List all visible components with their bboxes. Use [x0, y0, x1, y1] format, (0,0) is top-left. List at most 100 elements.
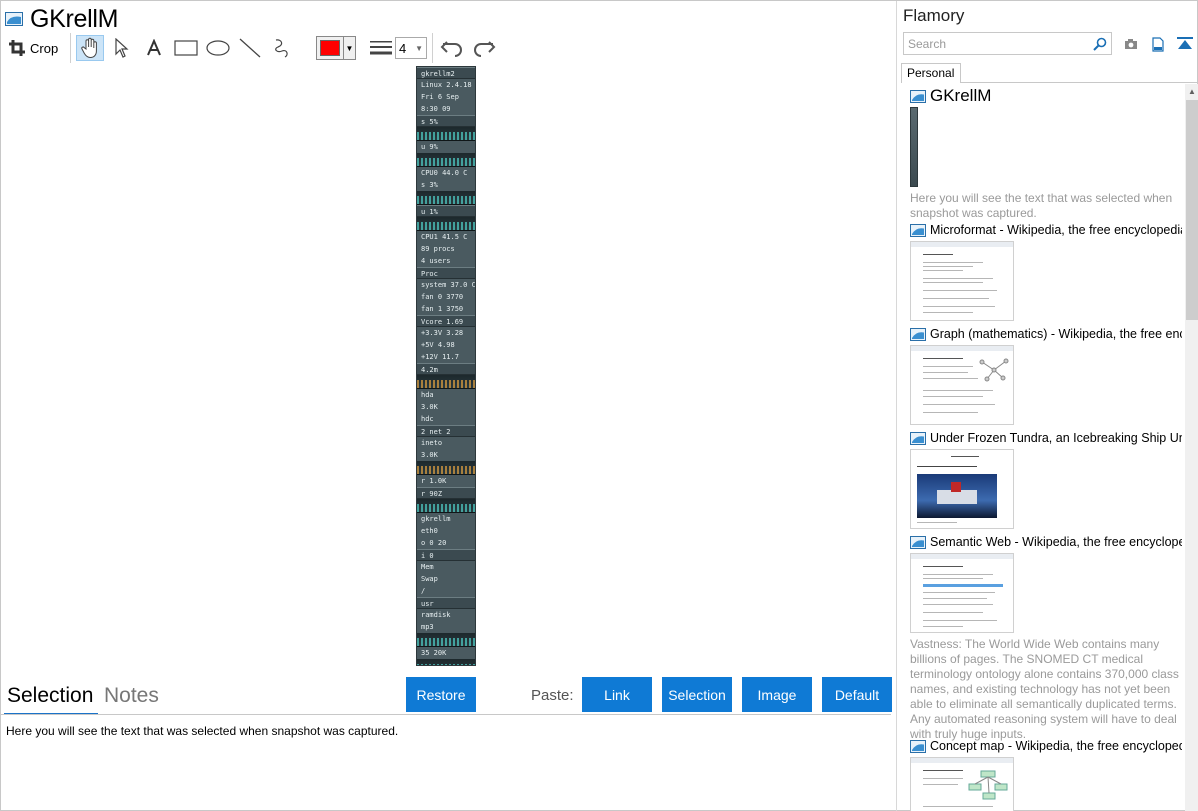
annotation-toolbar: Crop [5, 33, 885, 63]
search-input[interactable] [908, 36, 1078, 51]
camera-icon[interactable] [1122, 35, 1140, 53]
search-icon[interactable] [1093, 37, 1107, 51]
capture-text: 4.2m [417, 363, 475, 375]
capture-text: system 37.0 C [421, 281, 475, 289]
capture-graph [417, 499, 475, 513]
capture-text: 4 users [421, 257, 451, 265]
capture-text: usr [417, 597, 475, 609]
snapshot-thumbnail [910, 757, 1014, 811]
restore-button[interactable]: Restore [406, 677, 476, 712]
capture-text: +12V 11.7 [421, 353, 459, 361]
hand-icon [81, 37, 97, 59]
snapshot-item[interactable]: Concept map - Wikipedia, the free encycl… [910, 738, 1182, 811]
redo-button[interactable] [470, 35, 498, 61]
snapshot-thumbnail [910, 449, 1014, 529]
snapshot-title: Graph (mathematics) - Wikipedia, the fre… [930, 327, 1182, 341]
sidebar-scrollbar[interactable]: ▲ [1185, 84, 1198, 811]
divider [1, 714, 891, 715]
search-box [903, 32, 1112, 55]
snapshot-item[interactable]: Microformat - Wikipedia, the free encycl… [910, 222, 1182, 321]
capture-text: gkrellm2 [417, 67, 475, 79]
paste-selection-button[interactable]: Selection [662, 677, 732, 712]
undo-button[interactable] [438, 35, 466, 61]
snapshot-item[interactable]: Semantic Web - Wikipedia, the free encyc… [910, 534, 1182, 742]
paste-link-button[interactable]: Link [582, 677, 652, 712]
snapshot-item[interactable]: GKrellM Here you will see the text that … [910, 86, 1182, 221]
selection-text[interactable]: Here you will see the text that was sele… [6, 724, 399, 738]
text-tool[interactable] [140, 35, 168, 61]
capture-text: s 3% [421, 181, 438, 189]
snapshot-thumbnail [910, 241, 1014, 321]
capture-text: i 0 [417, 549, 475, 561]
flamory-sidebar: Flamory Personal GKrellM [896, 1, 1198, 811]
capture-text: Fri 6 Sep [421, 93, 459, 101]
paste-image-button[interactable]: Image [742, 677, 812, 712]
snapshot-item[interactable]: Under Frozen Tundra, an Icebreaking Ship… [910, 430, 1182, 529]
snapshot-title: Concept map - Wikipedia, the free encycl… [930, 739, 1182, 753]
capture-text: Mem [421, 563, 434, 571]
snapshot-header: GKrellM [910, 86, 1182, 105]
tab-personal[interactable]: Personal [901, 63, 961, 83]
crop-button[interactable]: Crop [5, 35, 61, 61]
line-tool[interactable] [236, 35, 264, 61]
capture-text: hdc [421, 415, 434, 423]
document-icon[interactable] [1149, 35, 1167, 53]
scroll-up-icon[interactable]: ▲ [1188, 87, 1196, 96]
line-width-value: 4 [399, 40, 407, 56]
ellipse-tool[interactable] [204, 35, 232, 61]
capture-graph [417, 153, 475, 167]
paste-default-button[interactable]: Default [822, 677, 892, 712]
snapshot-icon [910, 223, 926, 237]
capture-text: ineto [421, 439, 443, 447]
color-picker[interactable]: ▼ [316, 36, 356, 60]
snapshot-thumbnail [910, 345, 1014, 425]
select-tool[interactable] [108, 35, 136, 61]
scrollbar-thumb[interactable] [1186, 100, 1198, 320]
snapshot-header: Graph (mathematics) - Wikipedia, the fre… [910, 326, 1182, 342]
redo-icon [474, 41, 496, 57]
ellipse-icon [206, 40, 230, 56]
paste-label: Paste: [531, 687, 574, 704]
capture-text: / [421, 587, 426, 595]
tab-notes[interactable]: Notes [104, 684, 159, 707]
line-width-select[interactable]: 4 ▼ [395, 37, 427, 59]
toolbar-divider [70, 33, 71, 63]
tab-divider [960, 82, 1198, 83]
snapshot-editor: GKrellM Crop [1, 1, 895, 811]
line-weight-icon [370, 41, 392, 55]
hand-tool[interactable] [76, 35, 104, 61]
info-tabs: Selection Notes [1, 681, 891, 715]
capture-graph [417, 633, 475, 647]
snapshot-thumbnail [910, 107, 918, 187]
capture-text: hda [421, 391, 434, 399]
capture-graph [417, 659, 475, 665]
capture-text: mp3 [421, 623, 434, 631]
capture-text: 8:30 09 [421, 105, 451, 113]
collapse-top-icon[interactable] [1176, 35, 1194, 53]
capture-text: s 5% [417, 115, 475, 127]
capture-text: gkrellm [421, 515, 451, 523]
capture-graph [417, 461, 475, 475]
line-icon [239, 38, 261, 58]
color-swatch [320, 40, 340, 56]
snapshot-icon [910, 739, 926, 753]
capture-text: Swap [421, 575, 438, 583]
line-width-control: 4 ▼ [370, 37, 427, 59]
capture-text: 2 net 2 [417, 425, 475, 437]
rectangle-tool[interactable] [172, 35, 200, 61]
capture-text: u 1% [417, 205, 475, 217]
snapshot-title: Semantic Web - Wikipedia, the free encyc… [930, 535, 1182, 549]
capture-text: Proc [417, 267, 475, 279]
capture-text: eth0 [421, 527, 438, 535]
freehand-tool[interactable] [268, 35, 296, 61]
capture-graph [417, 375, 475, 389]
tab-selection[interactable]: Selection [7, 684, 94, 707]
capture-graph [417, 191, 475, 205]
snapshot-item[interactable]: Graph (mathematics) - Wikipedia, the fre… [910, 326, 1182, 425]
capture-text: Vcore 1.69 [417, 315, 475, 327]
snapshot-description: Vastness: The World Wide Web contains ma… [910, 637, 1179, 741]
capture-text: o 0 20 [421, 539, 447, 547]
capture-graph [417, 127, 475, 141]
